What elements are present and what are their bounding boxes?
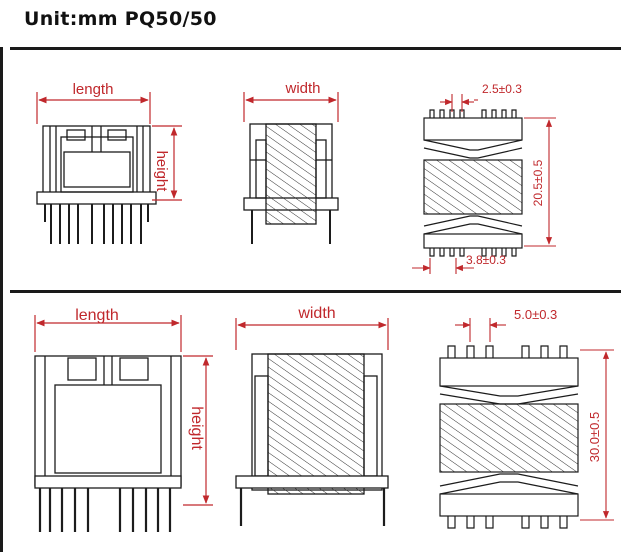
top-body-height-label: 20.5±0.5 bbox=[531, 159, 545, 206]
bottom-side-view bbox=[235, 353, 389, 526]
bottom-pin-pitch-label: 5.0±0.3 bbox=[514, 307, 557, 322]
page-title: Unit:mm PQ50/50 bbox=[24, 8, 217, 30]
bottom-front-dimensions bbox=[34, 315, 213, 506]
top-length-label: length bbox=[73, 81, 114, 98]
top-front-view bbox=[36, 125, 157, 244]
top-side-view bbox=[243, 123, 339, 244]
top-width-label: width bbox=[284, 80, 320, 97]
top-side-dimensions bbox=[243, 92, 339, 122]
top-height-label: height bbox=[153, 151, 170, 193]
top-front-dimensions bbox=[36, 92, 182, 201]
top-divider bbox=[10, 47, 621, 50]
bottom-front-view bbox=[34, 355, 182, 532]
top-pin-pitch-label: 2.5±0.3 bbox=[482, 82, 522, 96]
top-bottom-dimensions bbox=[412, 94, 556, 274]
bottom-body-height-label: 30.0±0.5 bbox=[587, 412, 602, 463]
bottom-side-dimensions bbox=[235, 318, 389, 350]
left-edge-bar-bottom bbox=[0, 292, 3, 552]
middle-divider bbox=[10, 290, 621, 293]
bottom-width-label: width bbox=[297, 305, 335, 322]
left-edge-bar-top bbox=[0, 47, 3, 292]
bottom-bottom-dimensions bbox=[455, 318, 614, 521]
bottom-height-label: height bbox=[188, 406, 205, 450]
header: Unit:mm PQ50/50 bbox=[0, 0, 631, 47]
top-pin-row-spacing-label: 3.8±0.3 bbox=[466, 253, 506, 267]
bottom-bottom-view bbox=[439, 345, 579, 529]
top-bottom-view bbox=[423, 109, 523, 257]
bottom-length-label: length bbox=[75, 307, 119, 324]
